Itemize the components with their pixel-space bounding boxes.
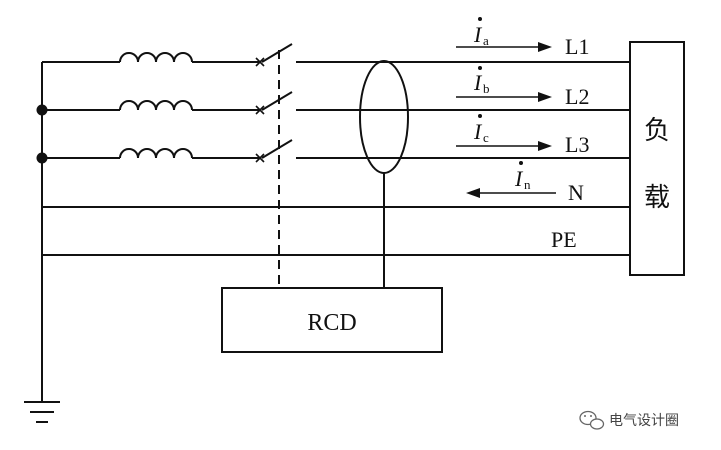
current-arrow-in xyxy=(466,188,556,198)
line-label-l3: L3 xyxy=(565,132,589,157)
phase-l3-conductor xyxy=(42,139,630,163)
current-label-ia: I a xyxy=(473,17,489,48)
line-label-l1: L1 xyxy=(565,34,589,59)
svg-text:n: n xyxy=(524,177,531,192)
current-label-in: I n xyxy=(514,161,531,192)
phase-l1-conductor xyxy=(42,43,630,67)
svg-text:I: I xyxy=(473,70,483,95)
svg-text:a: a xyxy=(483,33,489,48)
watermark-text: 电气设计圈 xyxy=(609,413,679,429)
ground-symbol xyxy=(24,401,60,423)
current-arrow-ib xyxy=(456,92,552,102)
current-arrow-ic xyxy=(456,141,552,151)
current-arrow-ia xyxy=(456,42,552,52)
line-label-n: N xyxy=(568,180,584,205)
rcd-label: RCD xyxy=(307,310,356,336)
svg-text:I: I xyxy=(473,119,483,144)
wechat-icon xyxy=(579,410,605,430)
current-transformer xyxy=(359,60,409,174)
watermark: 电气设计圈 xyxy=(579,410,679,430)
svg-text:b: b xyxy=(483,81,490,96)
load-label-char1: 负 xyxy=(644,116,670,146)
current-label-ib: I b xyxy=(473,66,490,96)
load-box xyxy=(629,41,685,276)
current-label-ic: I c xyxy=(473,114,489,145)
line-label-pe: PE xyxy=(551,227,577,252)
phase-l2-conductor xyxy=(42,91,630,115)
svg-text:c: c xyxy=(483,130,489,145)
svg-text:I: I xyxy=(514,166,524,191)
load-label-char2: 载 xyxy=(644,183,670,213)
line-label-l2: L2 xyxy=(565,84,589,109)
svg-text:I: I xyxy=(473,22,483,47)
rcd-box xyxy=(221,287,443,353)
